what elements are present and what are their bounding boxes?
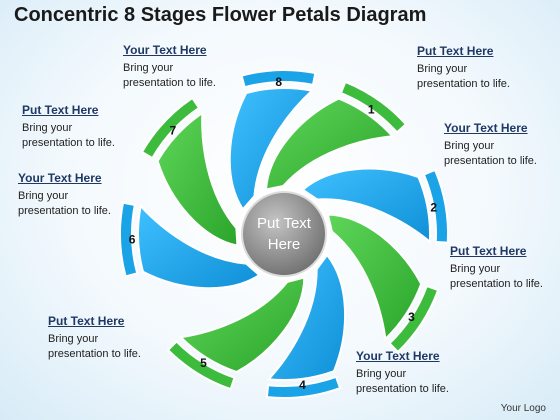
petal-4: [266, 253, 346, 381]
stage-number-4: 4: [299, 378, 306, 392]
stage-desc: Bring your: [417, 63, 468, 75]
stage-number-3: 3: [408, 310, 415, 324]
stage-desc: presentation to life.: [123, 77, 216, 89]
petal-cap-8: [240, 69, 317, 89]
stage-desc: presentation to life.: [450, 278, 543, 290]
stage-title: Put Text Here: [48, 314, 125, 328]
stage-label-6: Your Text Here Bring your presentation t…: [18, 171, 168, 219]
center-hub: Put Text Here: [238, 188, 330, 280]
stage-title: Your Text Here: [123, 43, 207, 57]
stage-number-5: 5: [200, 356, 207, 370]
stage-desc: Bring your: [450, 263, 501, 275]
petals-group: 1 2 3 4 5 6 7 8: [119, 69, 450, 399]
petal-2: [301, 167, 431, 244]
stage-desc: presentation to life.: [18, 205, 111, 217]
petal-cap-7: [140, 96, 201, 160]
petal-cap-3: [388, 284, 440, 354]
stage-desc: Bring your: [123, 62, 174, 74]
stage-label-3: Put Text Here Bring your presentation to…: [450, 244, 560, 292]
stage-number-1: 1: [368, 103, 375, 117]
stage-desc: presentation to life.: [417, 78, 510, 90]
stage-title: Your Text Here: [356, 349, 440, 363]
stage-label-4: Your Text Here Bring your presentation t…: [356, 349, 506, 397]
stage-label-2: Your Text Here Bring your presentation t…: [444, 121, 560, 169]
stage-desc: Bring your: [18, 190, 69, 202]
petal-cap-1: [339, 80, 408, 134]
petal-cap-5: [166, 340, 236, 391]
stage-desc: presentation to life.: [48, 348, 141, 360]
stage-label-5: Put Text Here Bring your presentation to…: [48, 314, 198, 362]
stage-title: Put Text Here: [450, 244, 527, 258]
page-title: Concentric 8 Stages Flower Petals Diagra…: [14, 4, 427, 26]
petal-cap-6: [119, 201, 139, 278]
hub-circle: [241, 191, 327, 277]
petal-cap-2: [422, 168, 450, 244]
stage-label-8: Your Text Here Bring your presentation t…: [123, 43, 273, 91]
petal-7: [156, 111, 239, 247]
stage-title: Your Text Here: [18, 171, 102, 185]
stage-number-2: 2: [430, 201, 437, 215]
stage-desc: presentation to life.: [444, 155, 537, 167]
stage-title: Put Text Here: [22, 103, 99, 117]
petal-8: [228, 87, 315, 211]
petal-3: [326, 213, 423, 342]
hub-text-line1: Put Text: [257, 215, 312, 232]
stage-number-8: 8: [275, 75, 282, 89]
stage-desc: presentation to life.: [22, 137, 115, 149]
stage-desc: Bring your: [444, 140, 495, 152]
petal-cap-4: [265, 375, 342, 399]
stage-desc: presentation to life.: [356, 383, 449, 395]
logo-text: Your Logo: [500, 403, 546, 414]
stage-desc: Bring your: [22, 122, 73, 134]
stage-label-7: Put Text Here Bring your presentation to…: [22, 103, 172, 151]
petal-5: [178, 276, 306, 374]
stage-title: Your Text Here: [444, 121, 528, 135]
stage-desc: Bring your: [48, 333, 99, 345]
stage-number-7: 7: [169, 123, 176, 137]
stage-label-1: Put Text Here Bring your presentation to…: [417, 44, 560, 92]
stage-desc: Bring your: [356, 368, 407, 380]
hub-text-line2: Here: [268, 236, 301, 253]
stage-title: Put Text Here: [417, 44, 494, 58]
stage-number-6: 6: [129, 232, 136, 246]
petal-1: [264, 97, 395, 191]
petal-6: [137, 203, 261, 290]
